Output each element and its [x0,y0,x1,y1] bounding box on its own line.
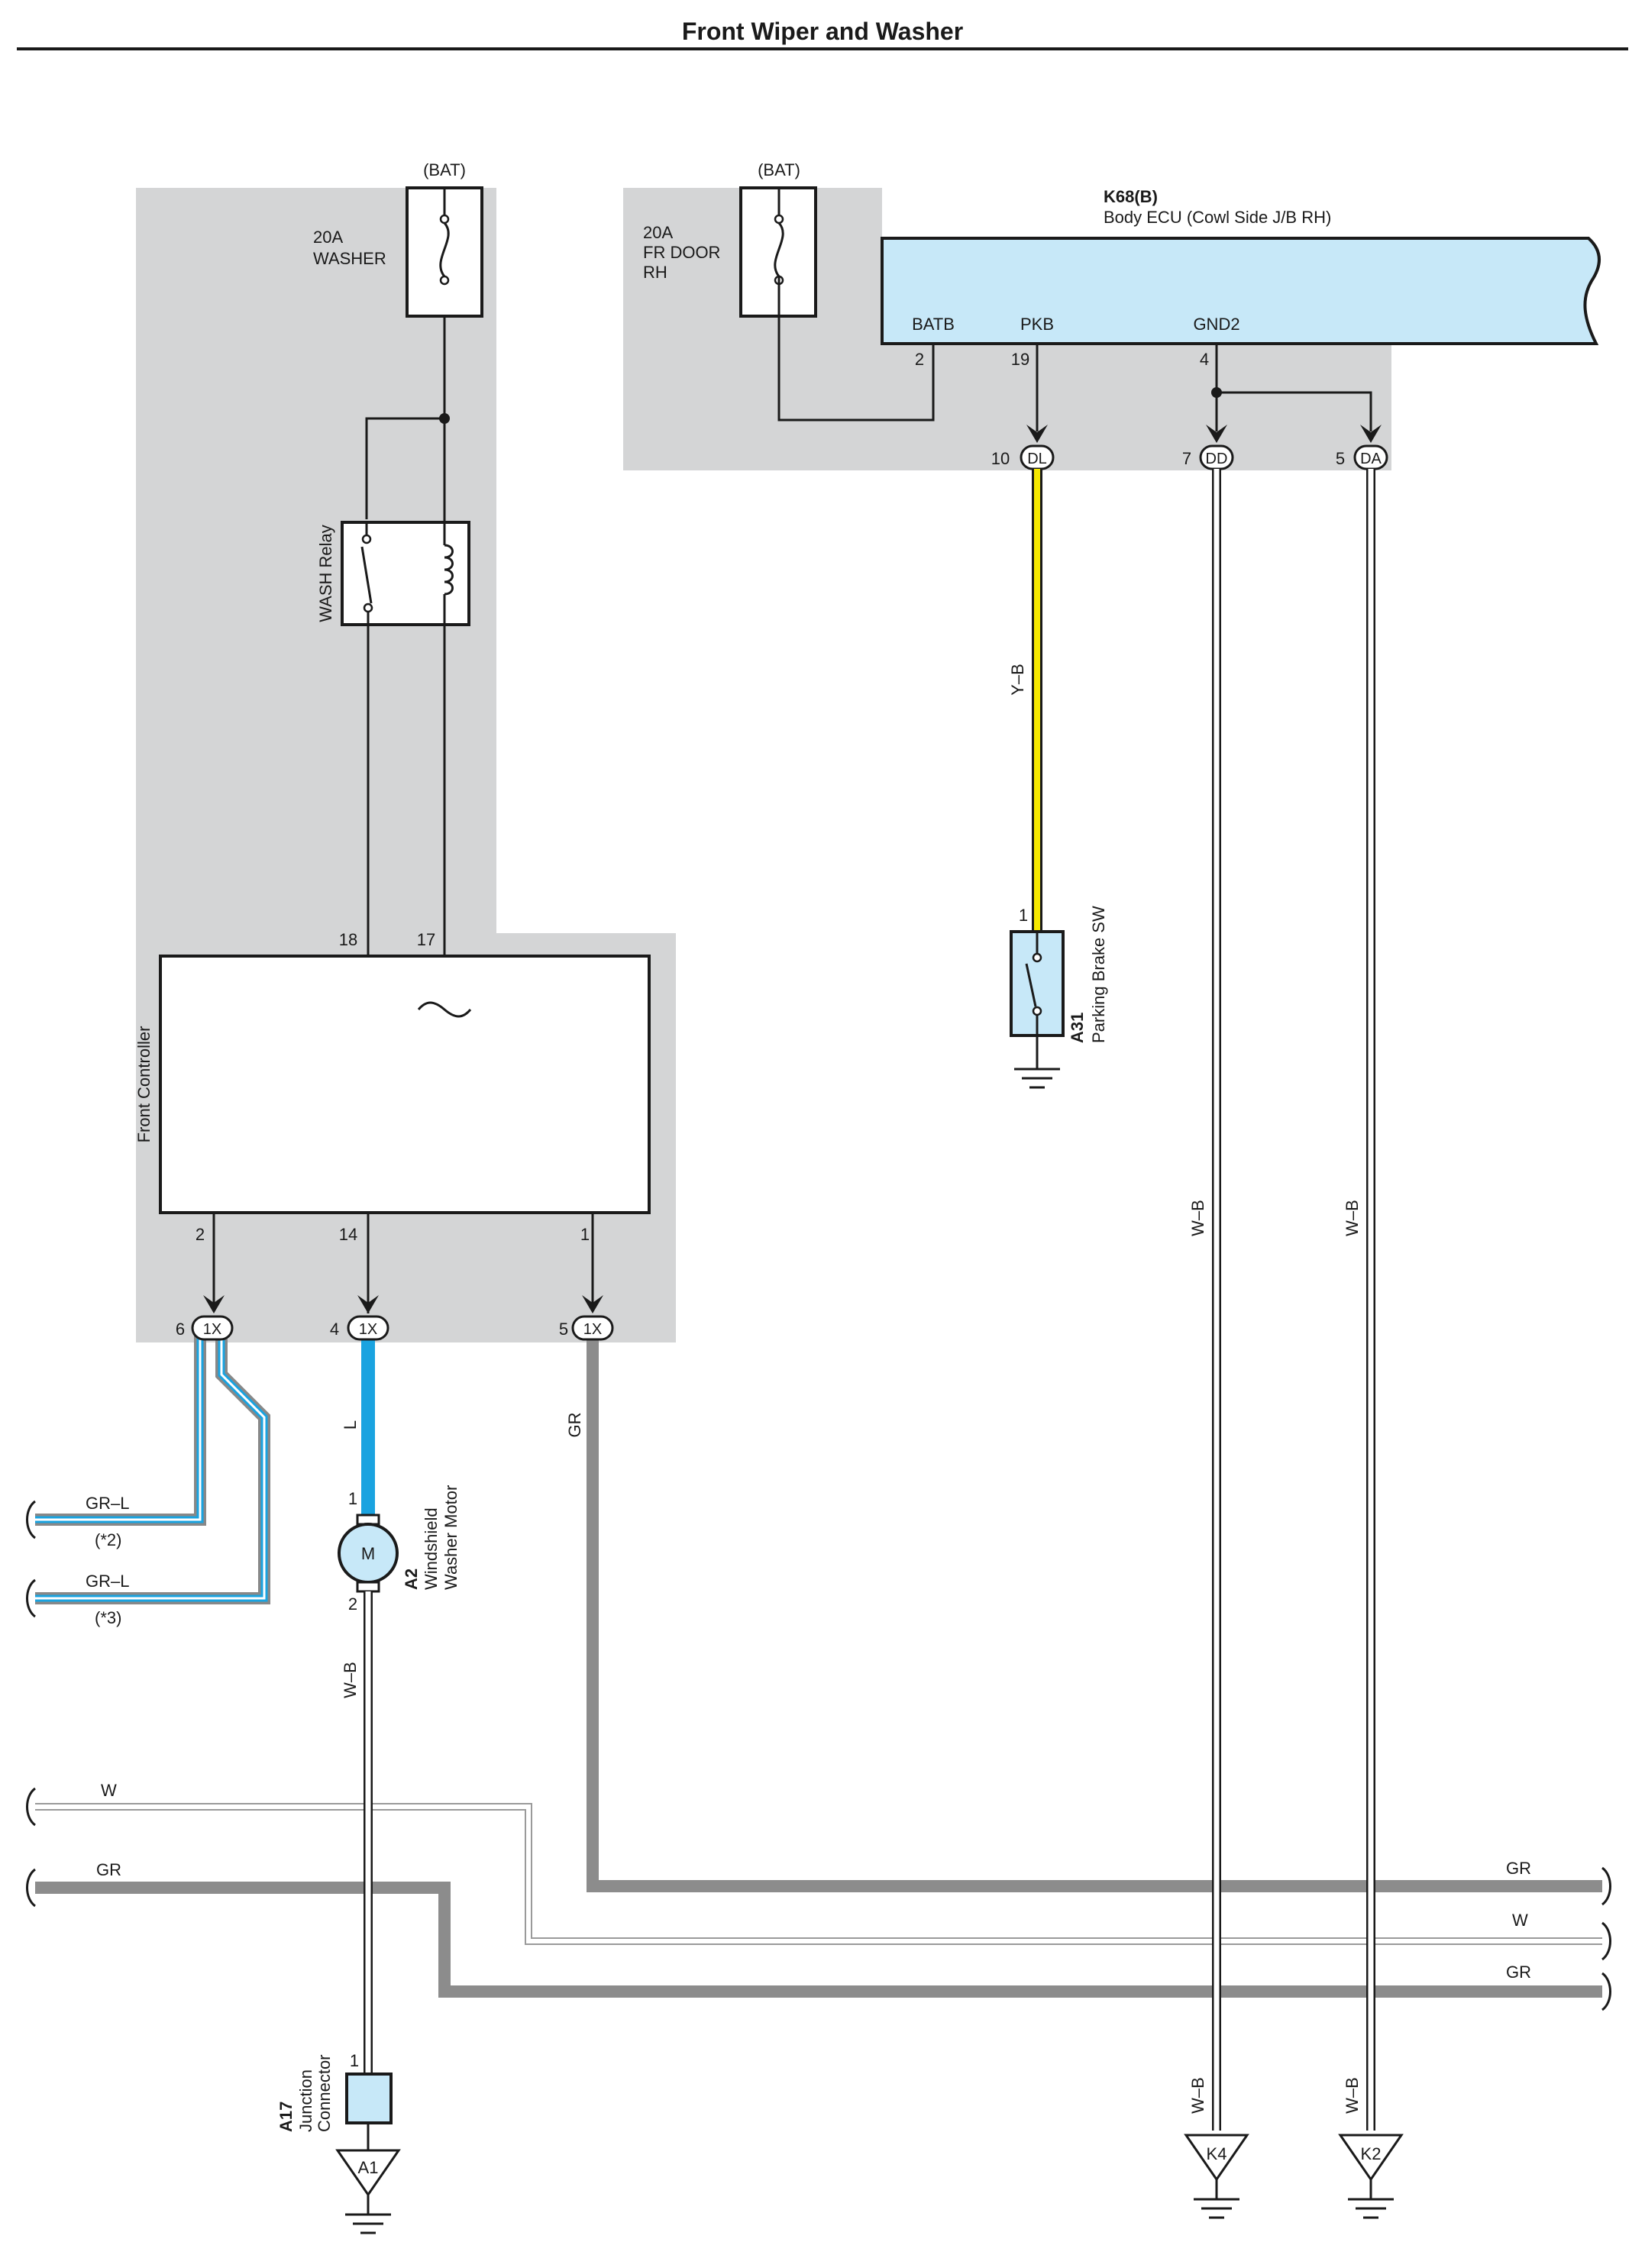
controller-pin-2: 2 [196,1225,205,1244]
washer-fuse [406,186,483,318]
ground-k2-label: K2 [1361,2144,1382,2163]
wire-l-label: L [341,1420,360,1430]
connector-1x-left [191,1315,234,1341]
ecu-pin-gnd2: GND2 [1193,315,1239,334]
wire-w-left-label: W [101,1781,117,1800]
wire-gr-left [35,1882,1602,1998]
wire-w [35,1803,1602,1945]
connector-dd-name: DD [1206,451,1228,467]
connector-da-pin: 5 [1336,449,1345,468]
controller-pin-17: 17 [417,930,435,949]
connector-dd-pin: 7 [1182,449,1191,468]
parking-brake-switch [1010,930,1065,1069]
wash-relay [341,521,470,626]
gnd2-junction-dot [1211,387,1222,398]
connector-1x-left-name: 1X [203,1321,221,1338]
connector-da-name: DA [1360,451,1382,467]
washer-motor-name-line2: Washer Motor [441,1485,461,1590]
connector-1x-mid [347,1315,389,1341]
connector-1x-right-pin: 5 [559,1320,568,1339]
wire-wb-right-overlay [1212,1863,1375,2016]
parking-brake-ground-icon [1014,1068,1060,1089]
connector-dl-name: DL [1027,451,1047,467]
ground-a1 [335,2149,401,2234]
controller-output-wires [212,1213,594,1306]
door-fuse-amp: 20A [643,223,673,242]
ground-k4 [1184,2134,1249,2219]
controller-pin-14: 14 [339,1225,357,1244]
parking-brake-name: Parking Brake SW [1089,906,1108,1043]
door-fuse-line2: FR DOOR [643,243,720,262]
washer-motor [338,1514,399,1593]
wire-grl-2-label: GR–L [86,1572,129,1591]
ground-a1-label: A1 [358,2158,379,2177]
wire-grl-1-note: (*2) [95,1530,121,1549]
washer-motor-symbol: M [361,1544,375,1563]
parking-brake-pin: 1 [1019,906,1028,925]
top-connector-arrows [1026,425,1382,443]
ecu-num-pkb: 19 [1011,350,1029,369]
wire-wb-da-label: W–B [1343,1200,1362,1236]
wire-gr-right-bottom-label: GR [1506,1963,1531,1982]
ecu-pin-pkb: PKB [1020,315,1054,334]
wire-wb-k4-label: W–B [1188,2077,1207,2114]
washer-motor-pin2: 2 [348,1594,357,1614]
washer-motor-pin1: 1 [348,1489,357,1508]
connector-1x-right [571,1315,614,1341]
junction-code: A17 [276,2102,296,2132]
washer-fuse-amp: 20A [313,228,343,247]
washer-fuse-name: WASHER [313,249,386,268]
wire-gr-right-top-label: GR [1506,1859,1531,1878]
bat-label-left: (BAT) [423,160,466,179]
wire-w-right-label: W [1512,1911,1528,1930]
washer-motor-code: A2 [402,1569,421,1590]
door-fuse-line3: RH [643,263,667,282]
wire-grl-1-label: GR–L [86,1494,129,1513]
connector-1x-mid-pin: 4 [330,1320,339,1339]
wire-gr-left-label: GR [96,1860,121,1879]
controller-connector-arrows [203,1295,603,1313]
junction-name-line2: Connector [315,2054,334,2132]
body-ecu-box [881,237,1601,345]
washer-junction-dot [439,413,450,424]
wire-grl-2-note: (*3) [95,1608,121,1627]
ground-k4-label: K4 [1207,2144,1227,2163]
ecu-pin-batb: BATB [912,315,955,334]
connector-1x-mid-name: 1X [359,1321,377,1338]
ground-k2 [1338,2134,1404,2219]
wire-gr-vertical-label: GR [565,1413,584,1438]
washer-motor-name-line1: Windshield [422,1507,441,1590]
parking-brake-code: A31 [1068,1013,1087,1043]
connector-dl-pin: 10 [991,449,1010,468]
wire-wb-dd-label: W–B [1188,1200,1207,1236]
ecu-name: Body ECU (Cowl Side J/B RH) [1104,208,1331,227]
wire-break-marks [26,1500,1611,2011]
ecu-num-batb: 2 [915,350,924,369]
junction-name-line1: Junction [296,2069,315,2132]
controller-fuse-tilde-icon [417,1001,472,1018]
ecu-num-gnd2: 4 [1200,350,1209,369]
wire-gr-vertical [587,1329,1602,1892]
wire-grl-branch [35,1329,270,1604]
front-controller-name: Front Controller [134,1026,154,1143]
front-controller-box [159,955,651,1214]
controller-pin-18: 18 [339,930,357,949]
ecu-code: K68(B) [1104,187,1158,206]
page-title: Front Wiper and Washer [682,18,963,45]
wire-wb-k2-label: W–B [1343,2077,1362,2114]
junction-pin: 1 [350,2051,359,2070]
junction-connector [345,2073,393,2124]
wash-relay-name: WASH Relay [316,525,335,622]
connector-1x-left-pin: 6 [176,1320,185,1339]
wire-yb-label: Y–B [1008,664,1027,696]
connector-1x-right-name: 1X [583,1321,602,1338]
bat-label-right: (BAT) [758,160,800,179]
wire-wb-motor-label: W–B [341,1662,360,1698]
controller-pin-1: 1 [580,1225,590,1244]
